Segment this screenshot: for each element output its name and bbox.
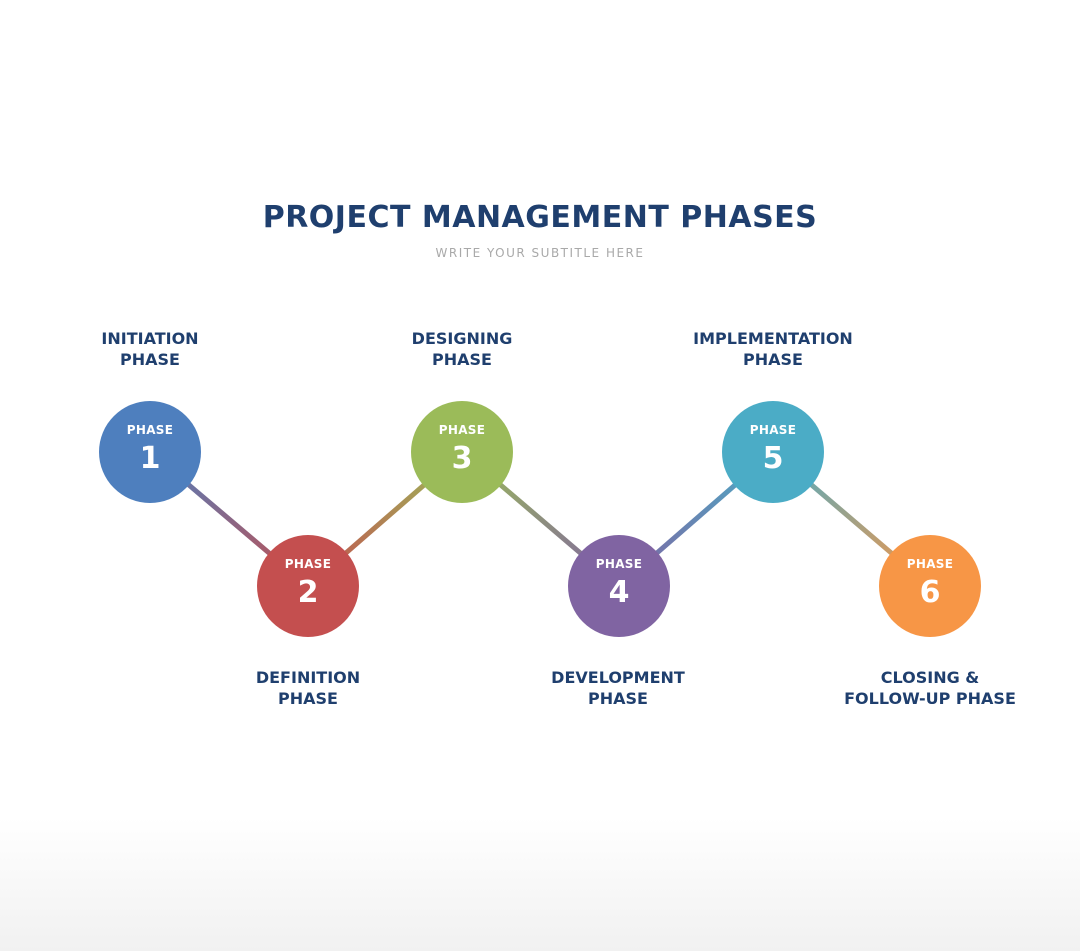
phase-2-tag: PHASE (284, 557, 332, 571)
phase-5-label: IMPLEMENTATION PHASE (693, 329, 853, 369)
phase-1-circle: PHASE 1 (99, 401, 201, 503)
page-subtitle: WRITE YOUR SUBTITLE HERE (435, 246, 645, 260)
phase-3-label: DESIGNING PHASE (411, 329, 513, 369)
phase-1-tag: PHASE (126, 423, 174, 437)
phase-6-tag: PHASE (906, 557, 954, 571)
phase-4-circle: PHASE 4 (568, 535, 670, 637)
phase-6-label: CLOSING & FOLLOW-UP PHASE (844, 668, 1016, 708)
phase-5-tag: PHASE (749, 423, 797, 437)
phase-6-number: 6 (919, 575, 941, 610)
phase-2-circle: PHASE 2 (257, 535, 359, 637)
phase-6-circle: PHASE 6 (879, 535, 981, 637)
phase-1-number: 1 (139, 441, 161, 476)
phase-3-circle: PHASE 3 (411, 401, 513, 503)
phase-3-tag: PHASE (438, 423, 486, 437)
phase-4-number: 4 (608, 575, 630, 610)
phase-2-label: DEFINITION PHASE (255, 668, 361, 708)
phase-2-number: 2 (297, 575, 319, 610)
phase-5-number: 5 (762, 441, 784, 476)
phase-4-tag: PHASE (595, 557, 643, 571)
phase-5-circle: PHASE 5 (722, 401, 824, 503)
phase-3-number: 3 (451, 441, 473, 476)
page-title: PROJECT MANAGEMENT PHASES (262, 200, 818, 235)
phase-4-label: DEVELOPMENT PHASE (551, 668, 685, 708)
phase-1-label: INITIATION PHASE (101, 329, 199, 369)
